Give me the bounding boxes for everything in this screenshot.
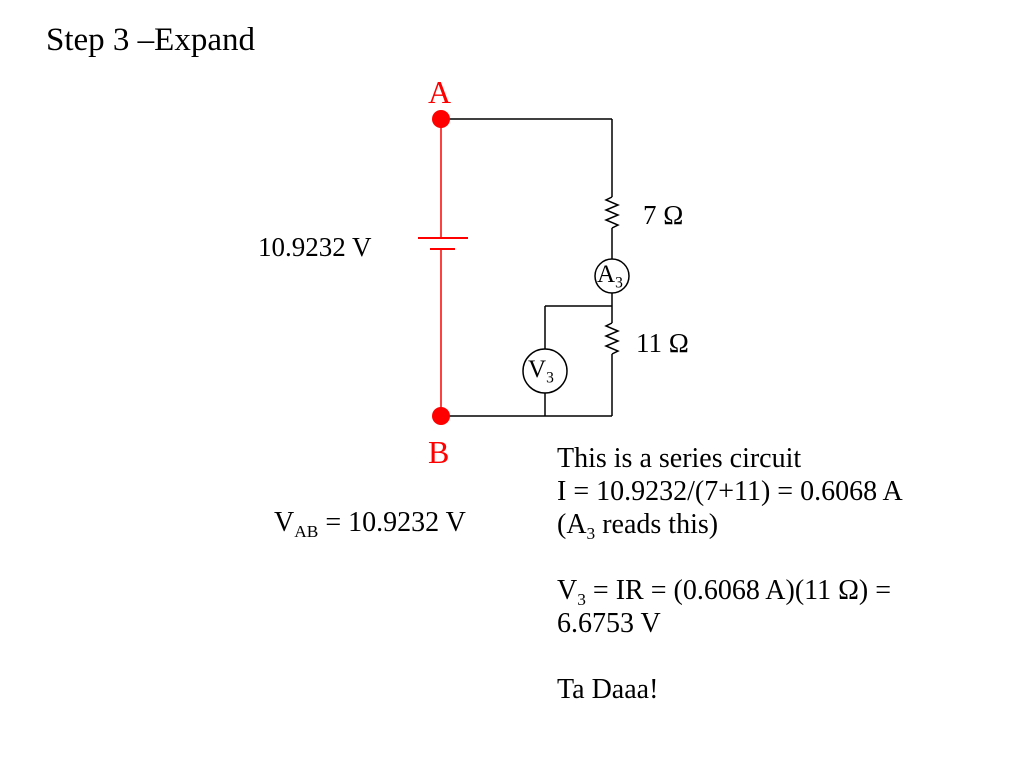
node-b-dot <box>432 407 450 425</box>
note-current-calc: I = 10.9232/(7+11) = 0.6068 A <box>557 476 903 507</box>
node-b-label: B <box>428 434 450 470</box>
resistor-11-ohm <box>604 322 620 355</box>
explanation-notes: This is a series circuit I = 10.9232/(7+… <box>557 442 903 706</box>
vab-equation: VAB = 10.9232 V <box>274 507 466 542</box>
slide-title: Step 3 –Expand <box>46 22 255 58</box>
resistor-11-label: 11 Ω <box>636 328 689 358</box>
note-ammeter-reads: (A3 reads this) <box>557 509 719 544</box>
note-blank-2 <box>557 640 903 673</box>
resistor-7-ohm <box>604 196 620 229</box>
resistor-7-label: 7 Ω <box>643 200 684 230</box>
note-series-circuit: This is a series circuit <box>557 443 802 474</box>
source-voltage-label: 10.9232 V <box>258 232 372 262</box>
note-ta-daaa: Ta Daaa! <box>557 674 659 705</box>
note-blank-1 <box>557 541 903 574</box>
ammeter-label: A3 <box>597 261 623 292</box>
node-a-label: A <box>428 74 452 110</box>
node-a-dot <box>432 110 450 128</box>
note-voltage-result: 6.6753 V <box>557 608 661 639</box>
voltmeter-label: V3 <box>528 356 554 387</box>
note-voltage-calc: V3 = IR = (0.6068 A)(11 Ω) = <box>557 575 892 610</box>
